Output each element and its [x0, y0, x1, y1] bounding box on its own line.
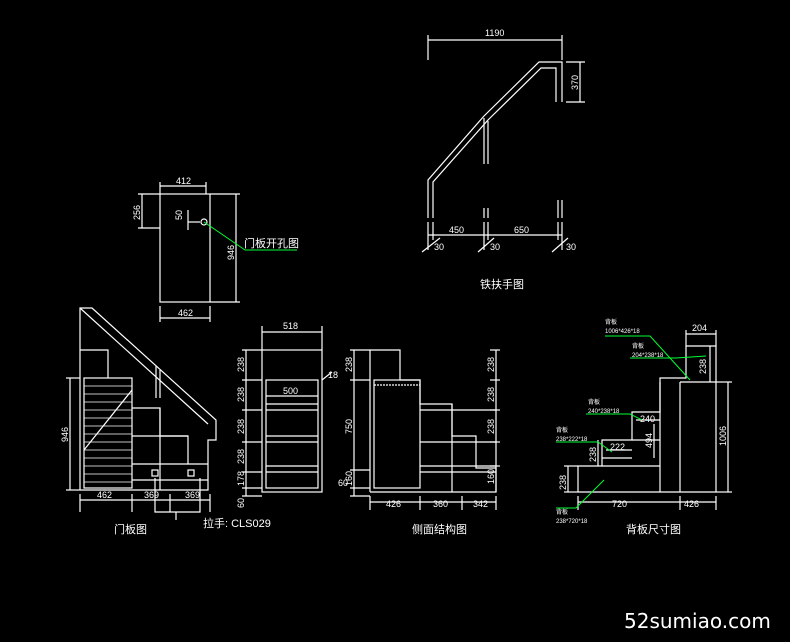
section-r3-dim: 238 [486, 419, 496, 434]
door-panel-hole-drawing [138, 182, 240, 322]
back-panel-title: 背板尺寸图 [626, 522, 681, 536]
handrail-gap3-dim: 30 [566, 242, 576, 252]
back-note-3a: 背板 [588, 398, 600, 406]
handrail-gap1-dim: 30 [434, 242, 444, 252]
back-h238a-dim: 238 [588, 447, 598, 462]
side-door-r3-dim: 238 [236, 419, 246, 434]
handle-label: 拉手: CLS029 [203, 516, 271, 530]
back-b426-dim: 426 [684, 499, 699, 509]
back-note-4b: 238*222*18 [556, 437, 588, 443]
side-door-r5-dim: 178 [236, 471, 246, 486]
back-h494-dim: 494 [644, 433, 654, 448]
back-note-2b: 204*238*18 [632, 353, 664, 359]
side-door-r4-dim: 238 [236, 449, 246, 464]
door-hole-label: 门板开孔图 [244, 236, 299, 250]
door-view-drawing [66, 307, 217, 520]
section-l4-dim: 60 [338, 478, 348, 488]
handrail-seg2-dim: 650 [514, 225, 529, 235]
side-door-r1-dim: 238 [236, 357, 246, 372]
section-r2-dim: 238 [486, 387, 496, 402]
back-note-2a: 背板 [632, 342, 644, 350]
back-panel-leaders [556, 335, 707, 509]
back-note-3b: 240*238*18 [588, 409, 620, 415]
door-view-b3-dim: 369 [185, 490, 200, 500]
section-l2-dim: 750 [344, 419, 354, 434]
section-view-drawing [350, 349, 500, 510]
door-hole-left-dim: 256 [132, 205, 142, 220]
door-hole-leader [203, 221, 246, 251]
handrail-drawing [421, 35, 585, 253]
back-panel-drawing [564, 330, 732, 510]
back-top-dim: 204 [692, 323, 707, 333]
back-w222-dim: 222 [610, 442, 625, 452]
door-view-title: 门板图 [114, 522, 147, 536]
back-note-5a: 背板 [556, 508, 568, 516]
back-note-4a: 背板 [556, 426, 568, 434]
handrail-gap2-dim: 30 [490, 242, 500, 252]
section-view-title: 侧面结构图 [412, 522, 467, 536]
section-b2-dim: 360 [433, 499, 448, 509]
back-b720-dim: 720 [612, 499, 627, 509]
back-right-top-dim: 238 [698, 359, 708, 374]
side-door-top-dim: 518 [283, 321, 298, 331]
handrail-title: 铁扶手图 [480, 277, 524, 291]
watermark: 52sumiao.com [624, 609, 771, 633]
section-b3-dim: 342 [473, 499, 488, 509]
door-hole-bottom-dim: 462 [178, 308, 193, 318]
door-view-height-dim: 946 [60, 427, 70, 442]
back-height-dim: 1006 [718, 426, 728, 446]
door-hole-right-dim: 946 [226, 245, 236, 260]
back-note-1b: 1006*426*18 [605, 329, 640, 335]
back-w240-dim: 240 [640, 414, 655, 424]
section-l1-dim: 238 [344, 357, 354, 372]
back-h238b-dim: 238 [558, 475, 568, 490]
side-door-inner-dim: 500 [283, 386, 298, 396]
handrail-width-dim: 1190 [485, 28, 504, 38]
door-hole-offset-dim: 50 [174, 210, 184, 220]
door-view-b1-dim: 462 [97, 490, 112, 500]
side-door-drawing [242, 326, 333, 497]
back-note-5b: 238*720*18 [556, 519, 588, 525]
back-note-1a: 背板 [605, 318, 617, 326]
section-b1-dim: 426 [386, 499, 401, 509]
side-door-r2-dim: 238 [236, 387, 246, 402]
section-r1-dim: 238 [486, 357, 496, 372]
handrail-seg1-dim: 450 [449, 225, 464, 235]
side-door-r6-dim: 60 [236, 498, 246, 508]
side-door-thick-dim: 18 [328, 370, 338, 380]
section-r4-dim: 160 [486, 469, 496, 484]
handrail-height-dim: 370 [570, 75, 580, 90]
door-hole-top-dim: 412 [176, 176, 191, 186]
door-view-b2-dim: 369 [144, 490, 159, 500]
section-l3-dim: 160 [344, 471, 354, 486]
